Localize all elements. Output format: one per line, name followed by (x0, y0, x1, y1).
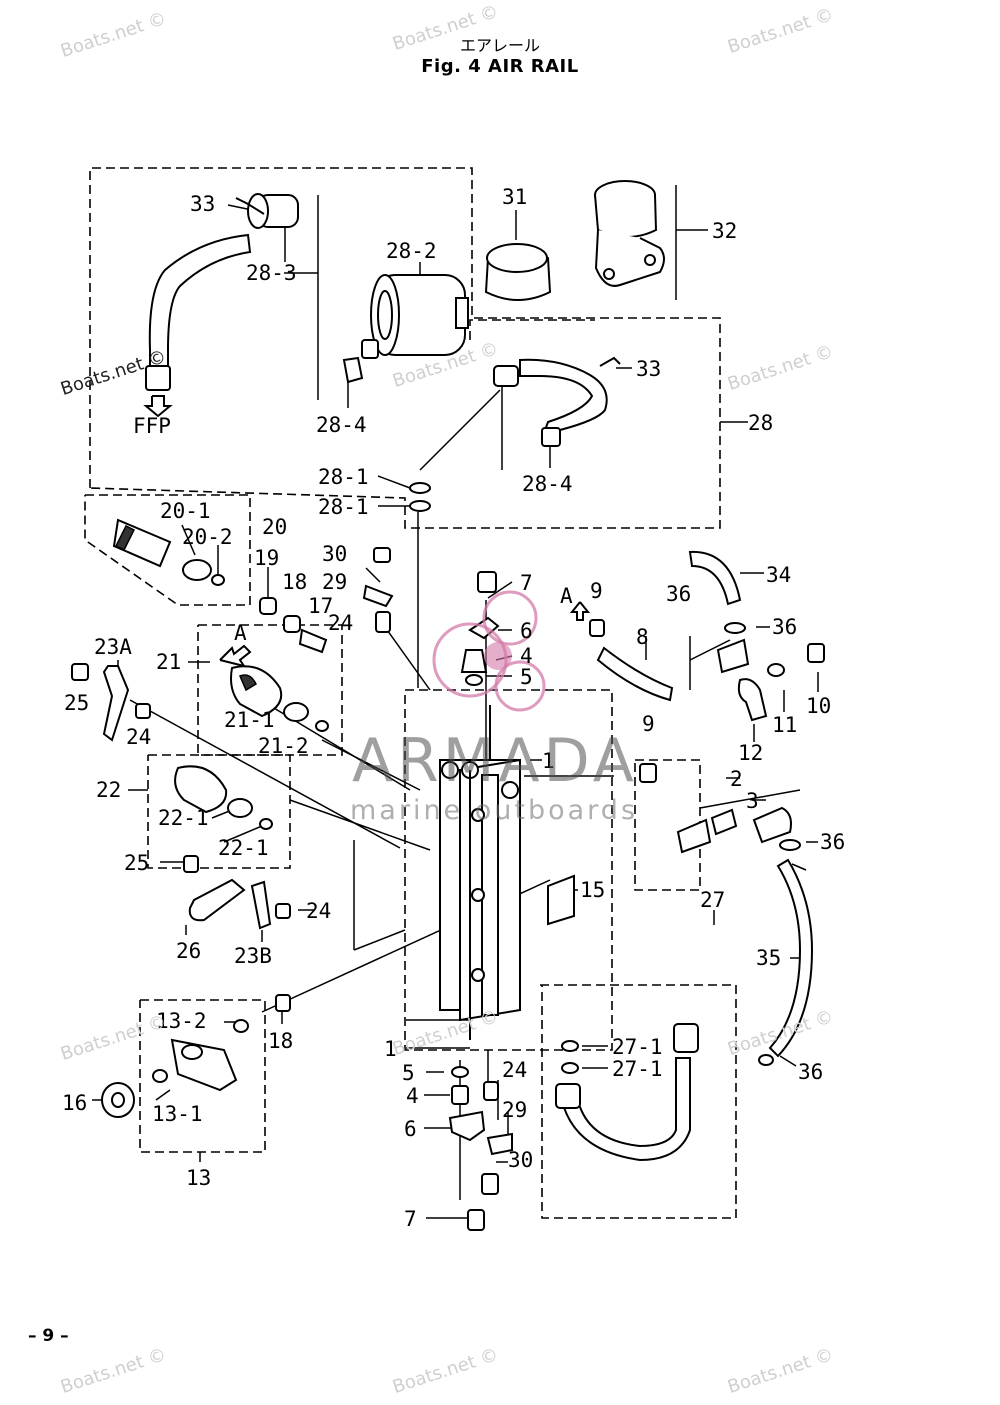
armada-logo-text: ARMADA (352, 726, 638, 796)
callout-label: 22-1 (218, 836, 269, 860)
callout-label: 22-1 (158, 806, 209, 830)
callout-label: 36 (820, 830, 845, 854)
callout-label: 9 (590, 579, 603, 603)
callout-label: 21-2 (258, 734, 309, 758)
ffp-arrow (143, 395, 173, 418)
page-number: – 9 – (28, 1326, 69, 1346)
armada-logo (432, 590, 546, 712)
callout-label: 10 (806, 694, 831, 718)
callout-label: 32 (712, 219, 737, 243)
callout-label: 28-4 (316, 413, 367, 437)
callout-label: 23B (234, 944, 272, 968)
right-side-parts (460, 550, 825, 1066)
callout-label: 9 (642, 712, 655, 736)
callout-label: 17 (308, 594, 333, 618)
callout-label: 36 (772, 615, 797, 639)
callout-label: 12 (738, 741, 763, 765)
callout-label: 2 (730, 767, 743, 791)
callout-label: 20 (262, 515, 287, 539)
callout-label: 4 (520, 644, 533, 668)
callout-label: 28 (748, 411, 773, 435)
part-callouts: 3328-328-23132332828-428-428-128-120-120… (62, 185, 845, 1231)
callout-label: 1 (384, 1037, 397, 1061)
callout-label: 36 (798, 1060, 823, 1084)
callout-label: 19 (254, 546, 279, 570)
callout-label: 16 (62, 1091, 87, 1115)
callout-label: 11 (772, 713, 797, 737)
callout-label: 6 (404, 1117, 417, 1141)
callout-label: 31 (502, 185, 527, 209)
sensor-assemblies (71, 663, 329, 930)
callout-label: 27 (700, 888, 725, 912)
callout-label: 35 (756, 946, 781, 970)
callout-label: 34 (766, 563, 791, 587)
callout-label: 21 (156, 650, 181, 674)
ffp-label: FFP (133, 414, 171, 438)
callout-label: 28-1 (318, 495, 369, 519)
callout-label: 20-2 (182, 525, 233, 549)
callout-label: 6 (520, 619, 533, 643)
callout-label: 28-2 (386, 239, 437, 263)
callout-label: 18 (268, 1029, 293, 1053)
callout-label: 13-2 (156, 1009, 207, 1033)
callout-label: 27-1 (612, 1057, 663, 1081)
callout-label: 29 (502, 1098, 527, 1122)
callout-label: 24 (502, 1058, 527, 1082)
callout-label: 22 (96, 778, 121, 802)
callout-label: 30 (508, 1148, 533, 1172)
callout-label: 20-1 (160, 499, 211, 523)
callout-label: A (560, 584, 573, 608)
callout-label: 18 (282, 570, 307, 594)
callout-label: 27-1 (612, 1035, 663, 1059)
callout-label: 21-1 (224, 708, 275, 732)
callout-label: 5 (520, 665, 533, 689)
dashed-group-boxes (84, 167, 737, 1219)
callout-label: 33 (190, 192, 215, 216)
callout-label: A (234, 621, 247, 645)
callout-label: 7 (404, 1207, 417, 1231)
arrow-a-markers (219, 601, 591, 668)
figure-title: Fig. 4 AIR RAIL (421, 56, 579, 77)
callout-label: 13 (186, 1166, 211, 1190)
callout-label: 28-1 (318, 465, 369, 489)
callout-label: 29 (322, 570, 347, 594)
callout-label: 33 (636, 357, 661, 381)
bands-31-32 (484, 180, 665, 301)
callout-label: 4 (406, 1084, 419, 1108)
fuel-filter-28-2 (342, 274, 469, 384)
armada-logo-subtitle: marine outboards (350, 795, 639, 826)
callout-label: 24 (126, 725, 151, 749)
callout-label: 28-3 (246, 261, 297, 285)
callout-label: 36 (666, 582, 691, 606)
callout-label: 7 (520, 571, 533, 595)
callout-label: 23A (94, 635, 132, 659)
callout-label: 28-4 (522, 472, 573, 496)
fuel-hose-upper-left (145, 193, 299, 391)
callout-label: 5 (402, 1061, 415, 1085)
callout-label: 1 (542, 749, 555, 773)
callout-label: 25 (64, 691, 89, 715)
callout-label: 26 (176, 939, 201, 963)
callout-label: 15 (580, 878, 605, 902)
title-japanese: エアレール (459, 36, 540, 55)
callout-label: 30 (322, 542, 347, 566)
lower-parts (101, 994, 699, 1231)
callout-label: 24 (328, 611, 353, 635)
callout-label: 24 (306, 899, 331, 923)
callout-label: 13-1 (152, 1102, 203, 1126)
callout-label: 8 (636, 625, 649, 649)
regulator-20 (112, 518, 394, 654)
callout-label: 3 (746, 789, 759, 813)
air-rail-body (439, 705, 521, 1040)
fuel-hose-28 (409, 356, 621, 512)
callout-label: 25 (124, 851, 149, 875)
